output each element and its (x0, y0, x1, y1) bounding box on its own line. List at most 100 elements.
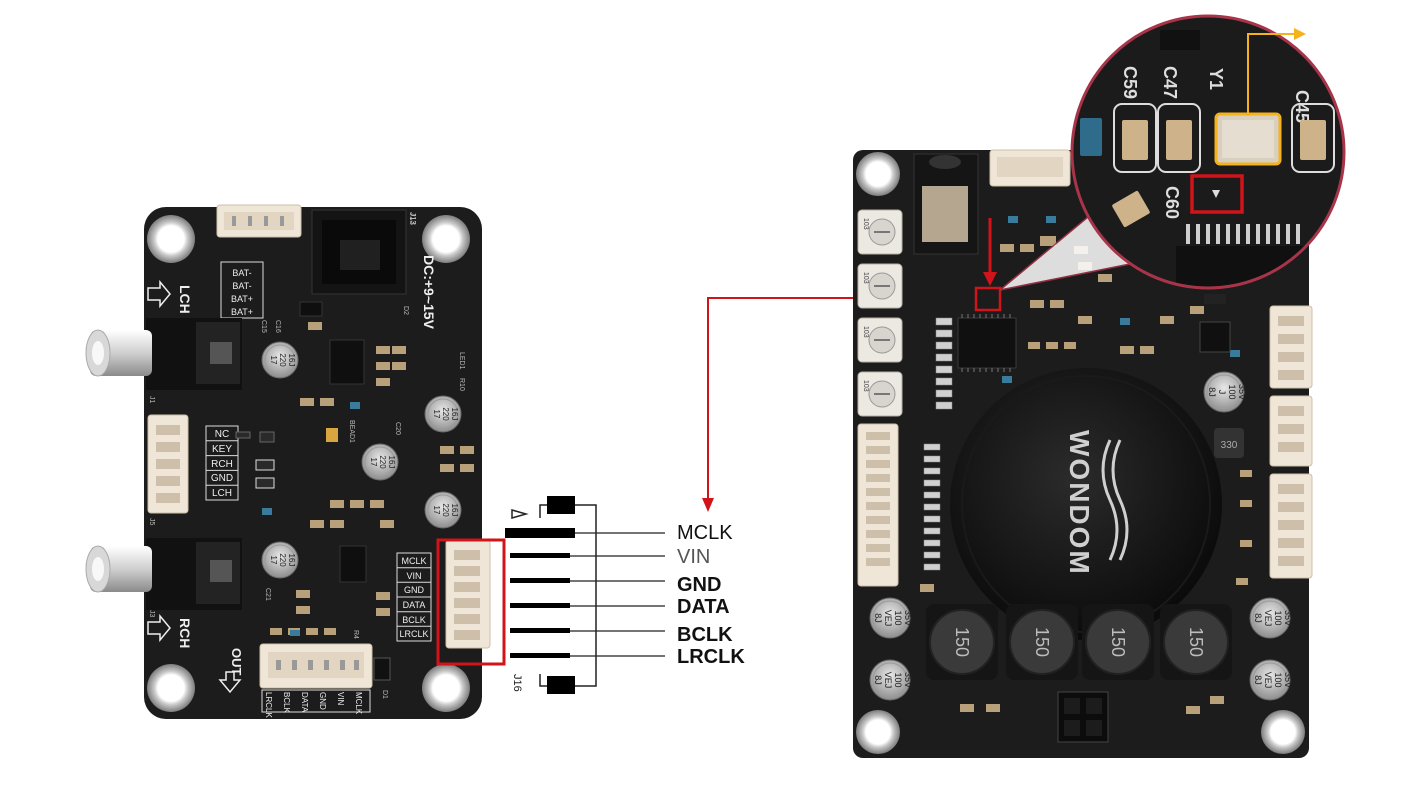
out-pin-label: DATA (300, 692, 309, 713)
i2s-pin-label: MCLK (401, 556, 426, 566)
ref-designator: C16 (274, 320, 281, 333)
capacitor-marking: 35V (903, 672, 913, 688)
pin-label-bclk: BCLK (677, 624, 733, 646)
rca-jack-left (85, 318, 242, 390)
capacitor-marking: 35V (1283, 610, 1293, 626)
battery-label: BAT- (232, 268, 251, 278)
zoom-bubble: C59 C47 Y1 C45 C60 (999, 14, 1346, 291)
input-labels: NC KEY RCH GND LCH (205, 425, 239, 501)
battery-label: BAT- (232, 281, 251, 291)
i2s-pin-label: VIN (406, 571, 421, 581)
zoom-component-label: C59 (1120, 66, 1140, 99)
trim-potentiometer: 103 (857, 263, 903, 309)
capacitor-marking: 35V (1283, 672, 1293, 688)
out-pin-label: LRCLK (264, 692, 273, 718)
capacitor-marking: 220 (441, 407, 450, 421)
i2s-labels: MCLK VIN GND DATA BCLK LRCLK (396, 552, 432, 642)
capacitor-marking: 16J (450, 504, 459, 517)
capacitor-marking: 8J (873, 613, 883, 623)
out-pin-label: BCLK (282, 692, 291, 714)
capacitor-marking: 16J (387, 456, 396, 469)
input-pin-label: RCH (211, 459, 233, 470)
battery-label: BAT+ (231, 294, 253, 304)
regulator (1199, 321, 1231, 353)
input-pin-label: GND (211, 473, 233, 484)
capacitor-marking: 100 (893, 672, 903, 687)
out-pin-label: VIN (336, 692, 345, 706)
capacitor-marking: 16J (287, 554, 296, 567)
ref-designator: R10 (458, 378, 465, 391)
capacitor-marking: 100 (893, 610, 903, 625)
power-inductor: 150 (1006, 604, 1078, 680)
pin-label-gnd: GND (677, 574, 722, 596)
left-smd-parts (270, 322, 474, 635)
brand-logo: WONDOM (1064, 430, 1095, 576)
zoom-component-label: C45 (1292, 90, 1312, 123)
dc-voltage-label: DC:+9~15V (421, 255, 437, 330)
capacitor-marking: 220 (441, 503, 450, 517)
inductor-mark: 330 (1221, 440, 1238, 451)
rch-arrow-icon (147, 613, 171, 643)
ref-designator: C15 (260, 320, 267, 333)
out-pin-label: MCLK (354, 692, 363, 715)
ref-designator: C20 (394, 422, 401, 435)
capacitor-marking: 17 (369, 458, 378, 467)
input-pin-label: KEY (212, 444, 232, 455)
trim-potentiometer: 103 (857, 317, 903, 363)
inductor-mark: 150 (952, 627, 972, 657)
pin1-marker-icon (511, 509, 529, 519)
j16-pin-diagram: J16 (505, 496, 665, 694)
wondom-wave-icon (1111, 439, 1129, 561)
capacitor-marking: 100 (1227, 384, 1237, 399)
speaker-cylinder (950, 368, 1222, 640)
power-inductor: 150 (926, 604, 998, 680)
pot-marking: 103 (862, 272, 869, 284)
right-board: 103 103 103 103 (853, 149, 1313, 758)
zoom-ring (1070, 14, 1346, 290)
link-arrow-head-icon (702, 498, 714, 512)
capacitor-marking: 17 (432, 410, 441, 419)
capacitor-marking: 17 (432, 506, 441, 515)
capacitor-marking: 220 (378, 455, 387, 469)
capacitor-marking: 100 (1273, 672, 1283, 687)
j16-highlight-box (436, 538, 506, 666)
pin-label-mclk: MCLK (677, 522, 733, 544)
ref-designator: LED1 (458, 352, 465, 370)
inductor-mark: 150 (1186, 627, 1206, 657)
power-inductor: 150 (1160, 604, 1232, 680)
capacitor-marking: 35V (1237, 384, 1247, 400)
rch-label: RCH (177, 618, 193, 648)
capacitor-marking: 16J (287, 354, 296, 367)
pot-marking: 103 (862, 326, 869, 338)
power-inductor: 150 (1082, 604, 1154, 680)
ref-designator: J3 (148, 610, 155, 618)
capacitor-marking: 8J (1253, 675, 1263, 685)
pot-marking: 103 (862, 380, 869, 392)
capacitor-marking: VEJ (1263, 672, 1273, 689)
capacitor-marking: 17 (269, 556, 278, 565)
capacitor-marking: 35V (903, 610, 913, 626)
connector-ref-label: J16 (511, 674, 523, 692)
capacitor-marking: 8J (1253, 613, 1263, 623)
i2s-pin-label: LRCLK (399, 629, 428, 639)
capacitor-marking: VEJ (883, 672, 893, 689)
battery-labels: BAT- BAT- BAT+ BAT+ (231, 268, 253, 317)
mclk-down-arrow-icon (983, 272, 997, 286)
i2s-pin-label: GND (404, 585, 425, 595)
out-pin-labels: LRCLK BCLK DATA GND VIN MCLK (261, 689, 371, 718)
potentiometers: 103 103 103 103 (857, 209, 903, 417)
ref-designator: J1 (148, 396, 155, 404)
left-ref-designators: J13 J1 J5 J3 C15 C16 C20 C21 D1 D2 LED1 … (148, 213, 465, 699)
ref-designator: BEAD1 (348, 420, 355, 443)
svg-text:J13: J13 (408, 212, 417, 225)
